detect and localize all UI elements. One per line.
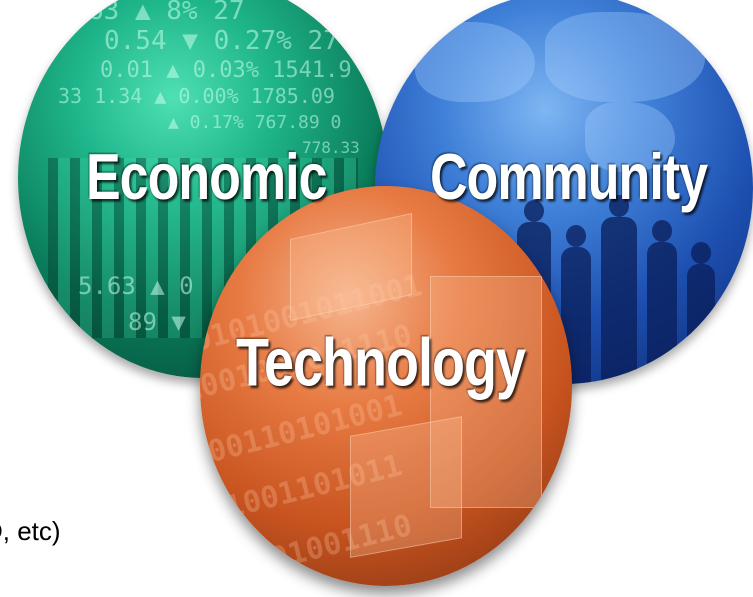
ticker-row: 778.33 — [302, 138, 360, 157]
cube-shape — [430, 276, 542, 508]
community-sphere — [375, 0, 753, 384]
person-silhouette — [601, 195, 637, 384]
community-label: Community — [430, 141, 708, 214]
person-silhouette — [687, 242, 715, 384]
world-map-texture — [545, 12, 705, 102]
world-map-texture — [415, 22, 535, 102]
ticker-row: 5.63 ▲ 0 — [78, 272, 194, 300]
technology-label: Technology — [236, 325, 526, 401]
world-map-texture — [585, 102, 675, 172]
person-silhouette — [647, 220, 677, 384]
ticker-row: 33 1.34 ▲ 0.00% 1785.09 — [58, 84, 335, 108]
ticker-row: 0.54 ▼ 0.27% 27 — [104, 26, 339, 56]
ticker-row: 63 ▲ 8% 27 — [88, 0, 245, 26]
cube-shape — [350, 416, 462, 558]
ticker-row: 0.01 ▲ 0.03% 1541.9 — [100, 58, 352, 83]
footnote-text: D, etc) — [0, 516, 61, 546]
ticker-row: 89 ▼ — [128, 308, 186, 336]
economic-label: Economic — [86, 141, 327, 214]
technology-sphere: 0101001011001 1001001011110 010011010100… — [200, 186, 572, 586]
ticker-row: ▲ 0.17% 767.89 0 — [168, 112, 342, 133]
